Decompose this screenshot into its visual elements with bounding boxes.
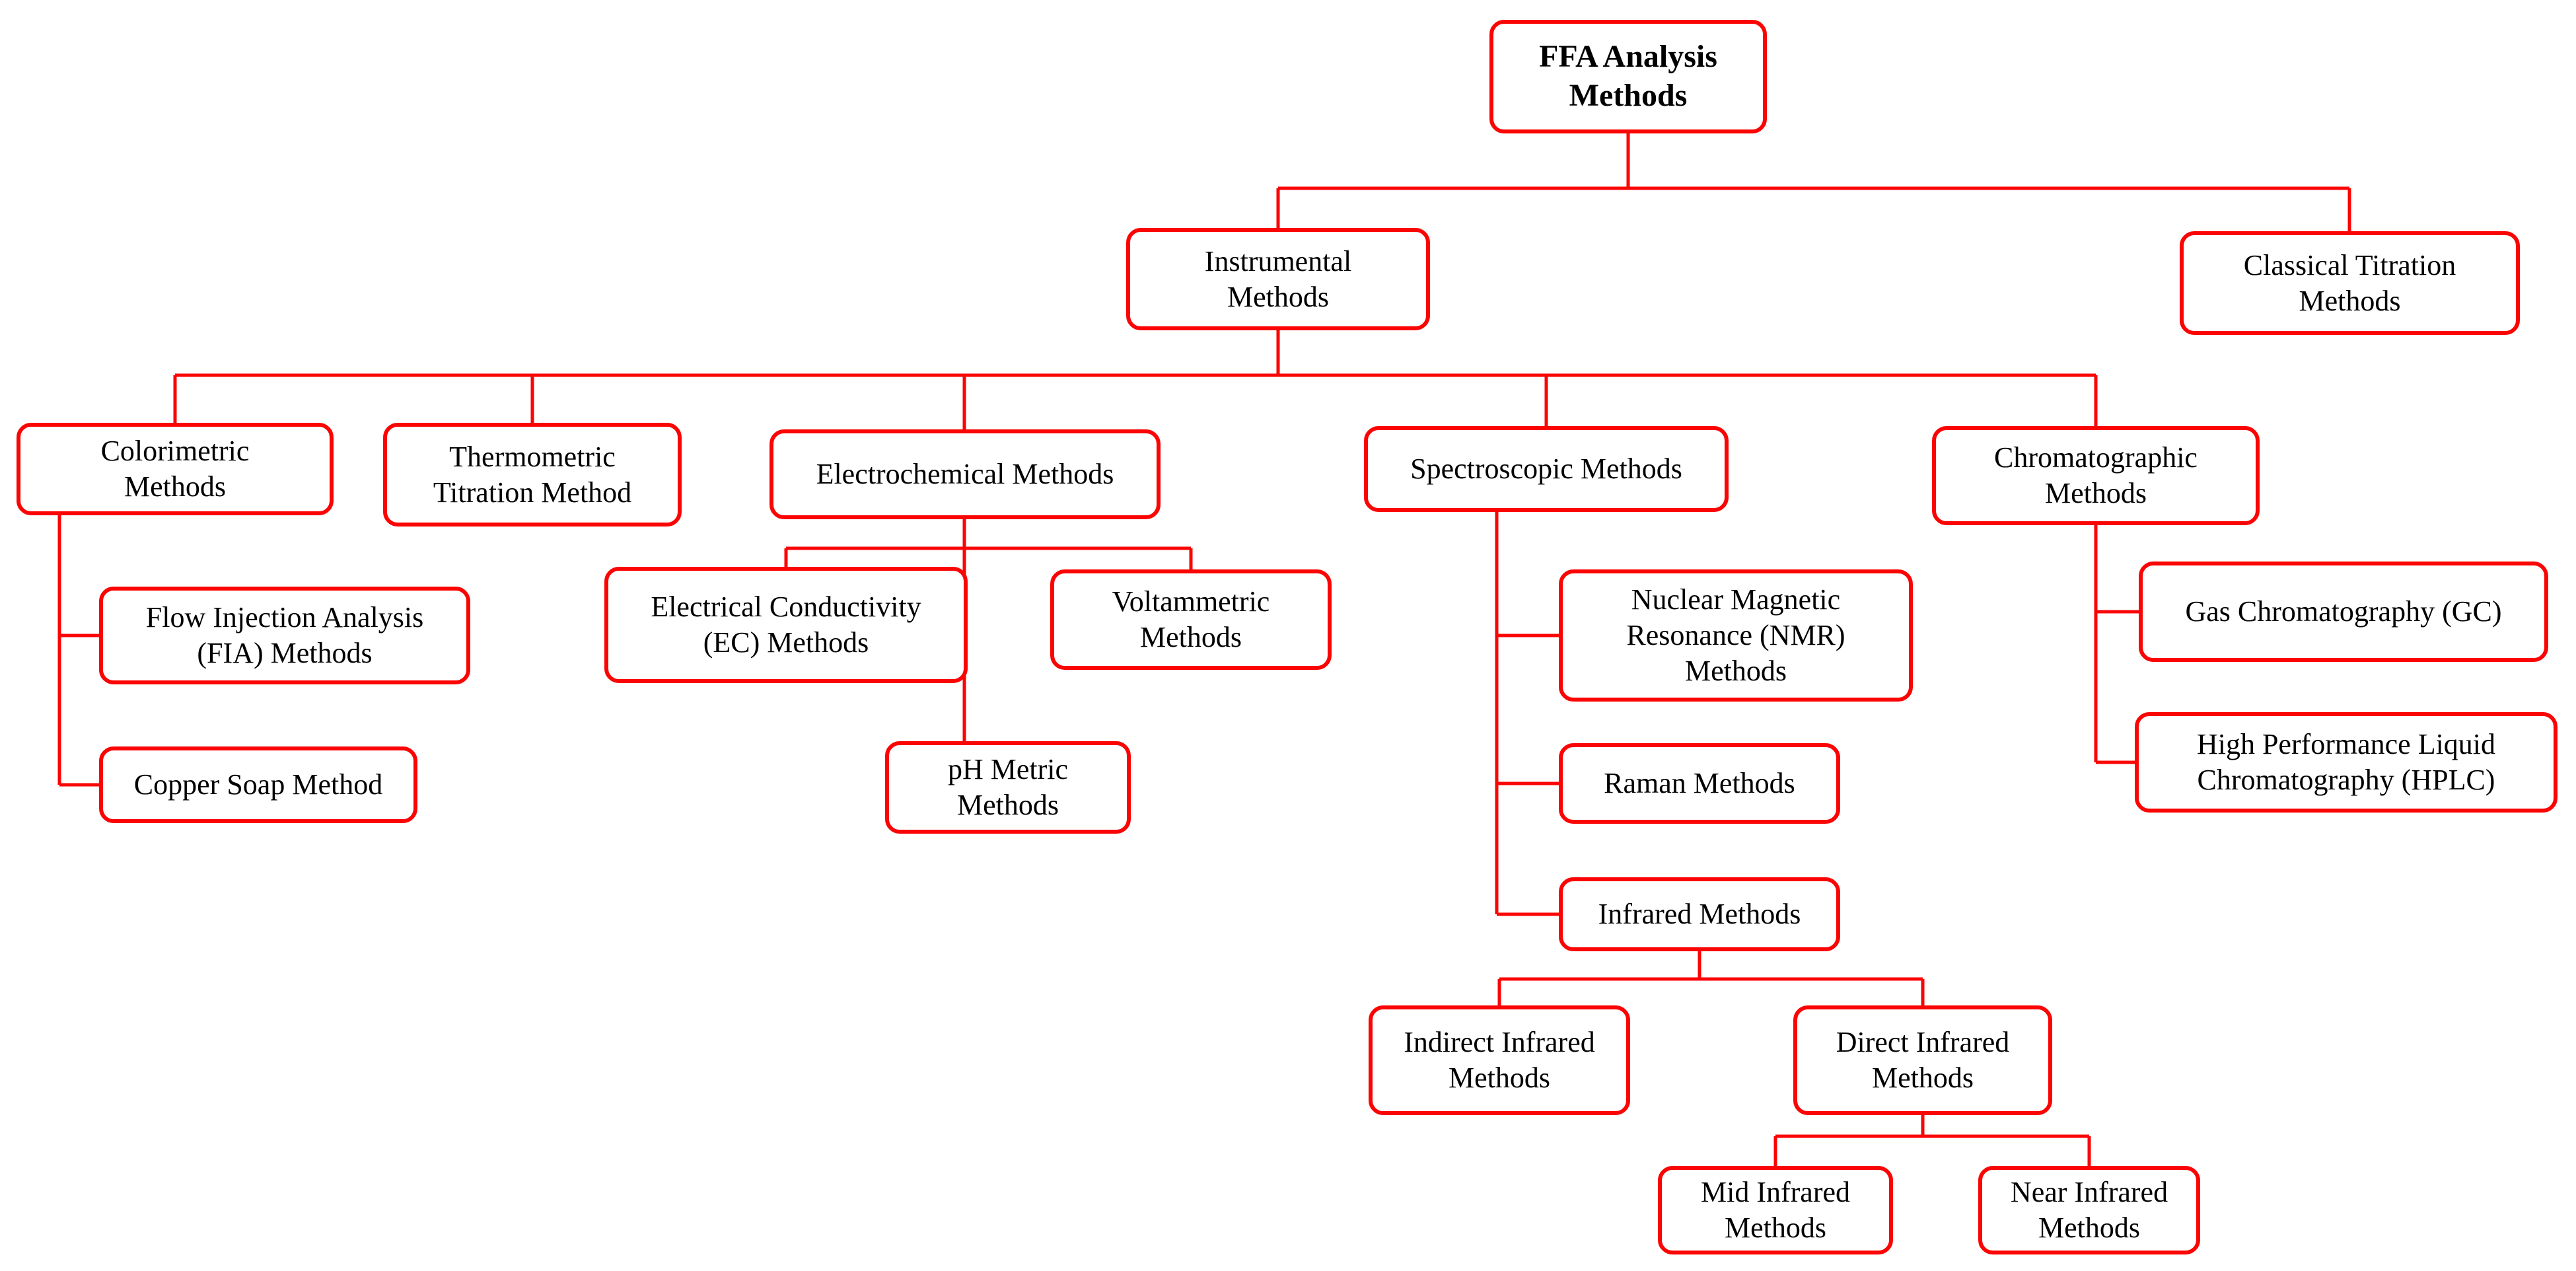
- node-raman-methods: Raman Methods: [1559, 743, 1840, 824]
- connector-spectroscopic-children: [1495, 512, 1559, 916]
- node-classical-titration-methods: Classical Titration Methods: [2180, 231, 2520, 335]
- node-copper-soap-method: Copper Soap Method: [99, 746, 417, 823]
- node-electrochemical-methods: Electrochemical Methods: [769, 429, 1161, 519]
- connector-colorimetric-children: [57, 515, 99, 787]
- node-flow-injection-analysis-methods: Flow Injection Analysis (FIA) Methods: [99, 587, 470, 684]
- node-colorimetric-methods: Colorimetric Methods: [17, 423, 334, 515]
- node-ph-metric-methods: pH Metric Methods: [885, 741, 1131, 834]
- node-thermometric-titration-method: Thermometric Titration Method: [383, 423, 682, 527]
- connector-instrumental-bus: [173, 330, 2098, 429]
- node-mid-infrared-methods: Mid Infrared Methods: [1658, 1166, 1893, 1254]
- node-direct-infrared-methods: Direct Infrared Methods: [1793, 1005, 2052, 1115]
- node-nmr-methods: Nuclear Magnetic Resonance (NMR) Methods: [1559, 569, 1913, 702]
- node-near-infrared-methods: Near Infrared Methods: [1978, 1166, 2200, 1254]
- connector-root-split: [1276, 133, 2351, 231]
- connector-infrared-children: [1497, 951, 1925, 1005]
- node-electrical-conductivity-methods: Electrical Conductivity (EC) Methods: [604, 567, 968, 683]
- connector-chromatographic-children: [2094, 525, 2139, 764]
- node-voltammetric-methods: Voltammetric Methods: [1050, 569, 1332, 670]
- node-infrared-methods: Infrared Methods: [1559, 877, 1840, 951]
- node-instrumental-methods: Instrumental Methods: [1126, 228, 1430, 330]
- node-indirect-infrared-methods: Indirect Infrared Methods: [1369, 1005, 1630, 1115]
- connector-direct-infrared-children: [1773, 1115, 2091, 1166]
- node-hplc: High Performance Liquid Chromatography (…: [2135, 712, 2558, 813]
- node-chromatographic-methods: Chromatographic Methods: [1932, 426, 2260, 525]
- node-gas-chromatography: Gas Chromatography (GC): [2139, 562, 2548, 662]
- node-spectroscopic-methods: Spectroscopic Methods: [1364, 426, 1729, 512]
- node-ffa-analysis-methods: FFA Analysis Methods: [1489, 20, 1767, 133]
